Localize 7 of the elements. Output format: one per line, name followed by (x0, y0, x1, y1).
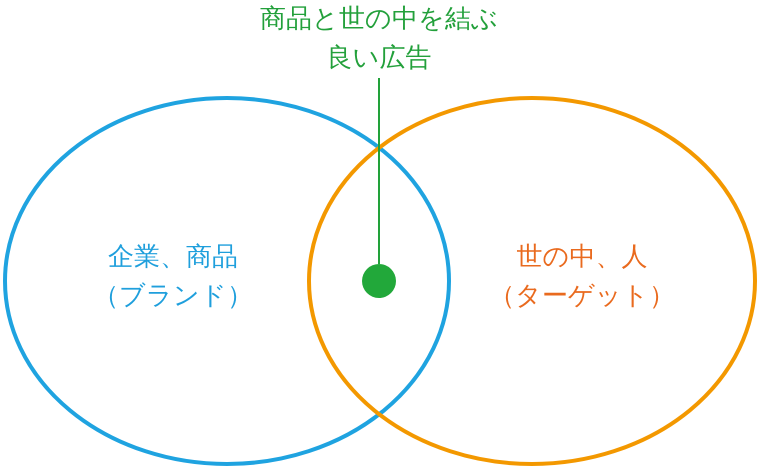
venn-ellipse (307, 96, 757, 466)
set-label: 企業、商品（ブランド） (92, 241, 254, 313)
callout-text: 商品と世の中を結ぶ良い広告 (259, 3, 499, 75)
venn-ellipse (3, 96, 451, 466)
leader-line (378, 78, 380, 264)
set-label: 世の中、人（ターゲット） (488, 241, 676, 313)
point-marker (362, 264, 396, 298)
